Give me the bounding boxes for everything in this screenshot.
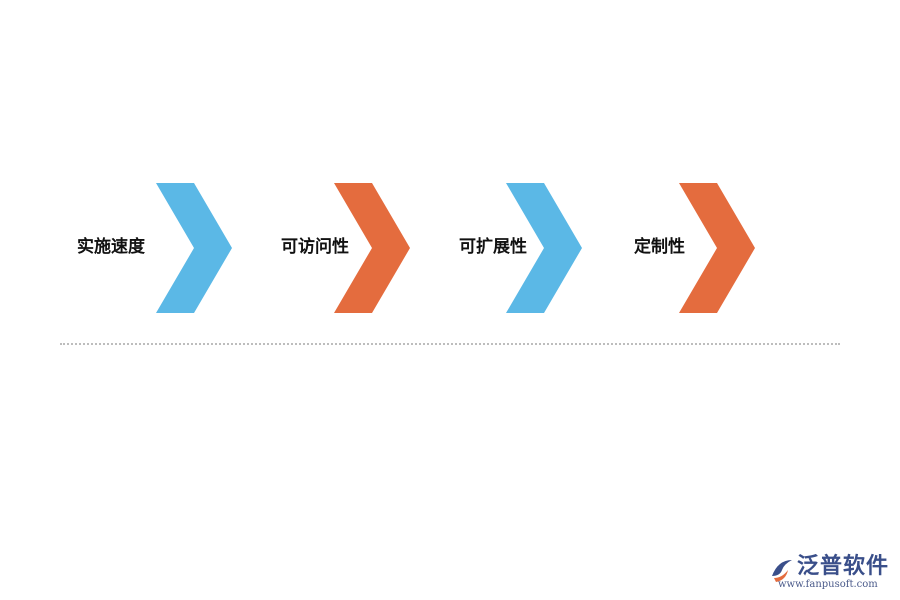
chevron-shape bbox=[679, 183, 755, 313]
chevron-shape bbox=[334, 183, 410, 313]
step-label-accessibility: 可访问性 bbox=[281, 237, 349, 257]
chevron-shape bbox=[156, 183, 232, 313]
chevron-arrow-icon bbox=[506, 183, 582, 313]
logo-url: www.fanpusoft.com bbox=[778, 579, 878, 590]
step-label-customizability: 定制性 bbox=[634, 237, 685, 257]
brand-logo: 泛普软件 www.fanpusoft.com bbox=[768, 554, 892, 594]
step-label-scalability: 可扩展性 bbox=[459, 237, 527, 257]
chevron-arrow-icon bbox=[679, 183, 755, 313]
logo-name: 泛普软件 bbox=[797, 554, 890, 579]
dotted-divider bbox=[60, 343, 840, 345]
chevron-arrow-icon bbox=[156, 183, 232, 313]
chevron-shape bbox=[506, 183, 582, 313]
step-label-implementation-speed: 实施速度 bbox=[77, 237, 145, 257]
fanpu-logo-icon bbox=[768, 556, 796, 584]
chevron-arrow-icon bbox=[334, 183, 410, 313]
